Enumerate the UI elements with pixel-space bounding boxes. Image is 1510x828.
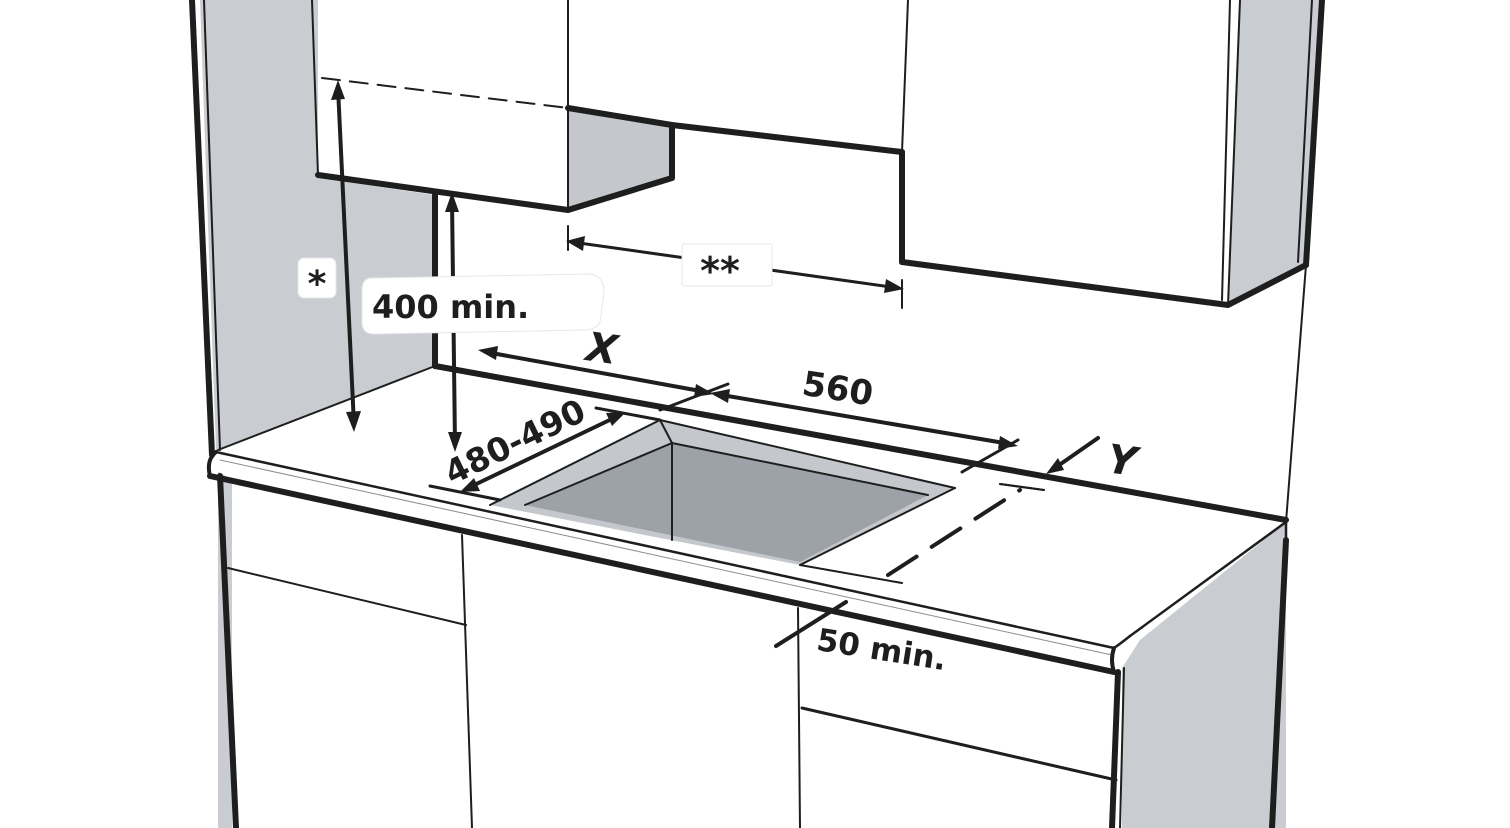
- height-arrow-top: [445, 192, 459, 212]
- left-base-divider: [461, 534, 473, 828]
- star-dimension-line: [336, 86, 356, 427]
- depth-start-tick: [428, 484, 502, 502]
- x-arrow-left: [478, 346, 498, 360]
- star-label: *: [308, 264, 327, 305]
- depth-arrow-right: [606, 412, 626, 426]
- cutout-inner: [525, 443, 928, 562]
- worktop-right-end: [1128, 520, 1288, 638]
- depth-end-tick: [594, 406, 662, 422]
- left-wall-edge: [189, 0, 215, 458]
- worktop-left-top: [217, 365, 436, 451]
- right-depth-ticks: [799, 483, 1045, 584]
- right-wall-cabinet-outer-2: [1297, 0, 1313, 263]
- worktop-left-cap: [206, 450, 218, 478]
- height-min-label: 400 min.: [372, 288, 529, 326]
- right-wall-cabinet-edge-2: [1221, 0, 1231, 301]
- depth-dimension-line: [466, 414, 620, 490]
- double-star-label: **: [700, 249, 740, 293]
- star-arrow-top: [331, 80, 345, 100]
- right-wall-cabinet-outer: [1303, 0, 1325, 268]
- left-wall-cabinet-bottom: [315, 172, 571, 213]
- double-star-arrow-left: [566, 236, 585, 251]
- right-base-outer-edge: [1269, 537, 1289, 828]
- width-arrow-right: [998, 436, 1018, 449]
- x-dimension-line: [484, 350, 708, 394]
- y-arrow: [1046, 458, 1064, 474]
- worktop-front-bottom: [207, 473, 1117, 675]
- width-arrow-left: [710, 389, 730, 403]
- worktop-front-highlight: [219, 459, 1113, 656]
- right-base-front-edge: [1109, 669, 1121, 828]
- right-depth-dashed-line: [886, 488, 1022, 577]
- x-label: X: [580, 324, 622, 375]
- height-arrow-bottom: [448, 432, 462, 452]
- x-arrow-right: [694, 384, 714, 397]
- star-label-box: [297, 257, 337, 299]
- right-base-drawer-line: [800, 706, 1118, 782]
- right-wall-vertical: [1285, 264, 1307, 523]
- left-base-drawer-line: [227, 567, 467, 626]
- right-side-wall: [1228, 0, 1322, 302]
- left-base-front-edge: [217, 473, 239, 828]
- left-wall-inner-edge: [203, 0, 221, 451]
- width-dimension-line: [714, 392, 1012, 446]
- worktop-right-cap: [1110, 646, 1116, 674]
- front-min-dimension-line: [774, 600, 848, 648]
- right-base-side: [1122, 522, 1286, 828]
- star-arrow-bottom: [346, 411, 361, 432]
- depth-arrow-left: [460, 478, 480, 492]
- hood-underside: [568, 110, 672, 207]
- height-label-box: [361, 273, 605, 335]
- dashed-reference-line: [321, 77, 569, 109]
- right-base-front-edge-2: [1119, 667, 1125, 828]
- y-label: Y: [1104, 436, 1143, 486]
- worktop-back-edge: [432, 363, 1289, 523]
- center-base-divider: [797, 607, 801, 828]
- double-star-label-box: [681, 243, 773, 287]
- double-star-arrow-right: [884, 279, 904, 293]
- middle-cabinet-step: [565, 122, 675, 213]
- left-side-wall: [200, 0, 435, 828]
- width-label: 560: [800, 364, 876, 415]
- right-wall-cabinet-edge: [1227, 0, 1241, 306]
- double-star-tick: [567, 225, 903, 309]
